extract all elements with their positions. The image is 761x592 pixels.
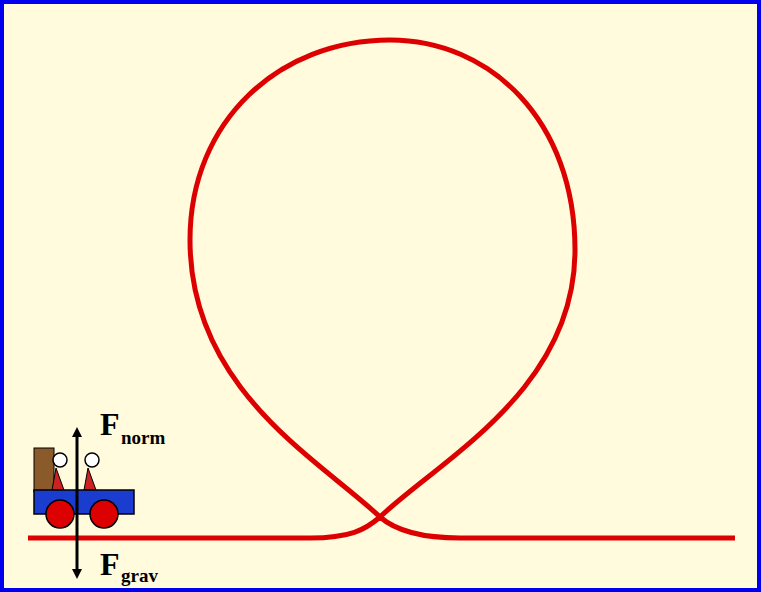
force-symbol: F (100, 548, 120, 580)
gravity-force-arrow (76, 500, 79, 574)
force-symbol: F (100, 408, 120, 440)
force-subscript: grav (121, 566, 158, 585)
normal-force-arrow (76, 432, 79, 500)
force-subscript: norm (121, 428, 165, 447)
coaster-cart (34, 448, 134, 528)
coaster-track (28, 40, 735, 538)
